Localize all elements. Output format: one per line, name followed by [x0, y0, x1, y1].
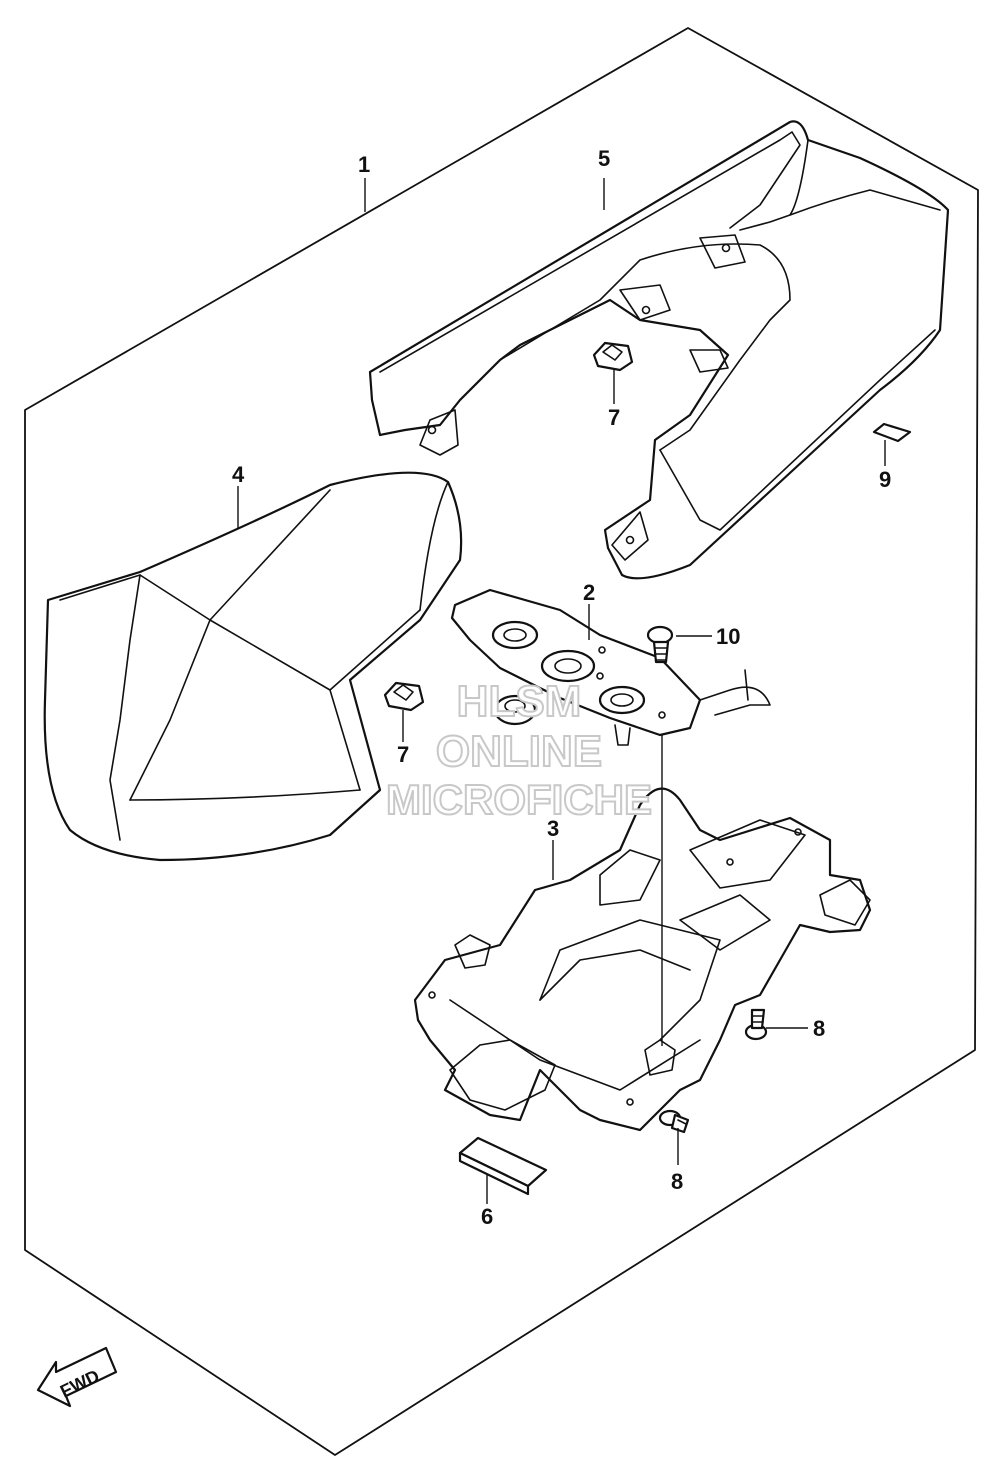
callout-8-upper: 8 [813, 1016, 825, 1041]
fwd-arrow-icon: FWD [36, 1346, 118, 1408]
watermark-line-1: HLSM [457, 677, 582, 726]
tail-cowl-part[interactable] [368, 120, 950, 580]
callout-9: 9 [879, 467, 891, 492]
callout-2: 2 [583, 580, 595, 605]
callout-10: 10 [716, 624, 740, 649]
seat-bracket-plate-part[interactable] [450, 588, 771, 746]
callout-3: 3 [547, 816, 559, 841]
watermark-line-3: MICROFICHE [386, 776, 652, 823]
callout-6: 6 [481, 1204, 493, 1229]
kit-boundary [24, 27, 979, 1456]
callout-4: 4 [232, 462, 245, 487]
bolt-8-lower-part[interactable] [658, 1109, 690, 1134]
callout-5: 5 [598, 146, 610, 171]
watermark-line-2: ONLINE [436, 727, 602, 776]
leader-lines [237, 178, 886, 1204]
callout-8-lower: 8 [671, 1169, 683, 1194]
callout-7-upper: 7 [608, 405, 620, 430]
pad-part[interactable] [458, 1136, 548, 1196]
screw-10-part[interactable] [646, 625, 674, 664]
callout-7-lower: 7 [397, 742, 409, 767]
seat-frame-part[interactable] [413, 787, 872, 1132]
bolt-8-upper-part[interactable] [744, 1008, 768, 1041]
watermark: HLSM ONLINE MICROFICHE [385, 676, 653, 824]
clip-nut-upper-part[interactable] [592, 341, 634, 372]
callout-1: 1 [358, 152, 370, 177]
seat-part[interactable] [43, 471, 463, 862]
cushion-part[interactable] [872, 422, 912, 443]
clip-nut-lower-part[interactable] [383, 681, 425, 712]
